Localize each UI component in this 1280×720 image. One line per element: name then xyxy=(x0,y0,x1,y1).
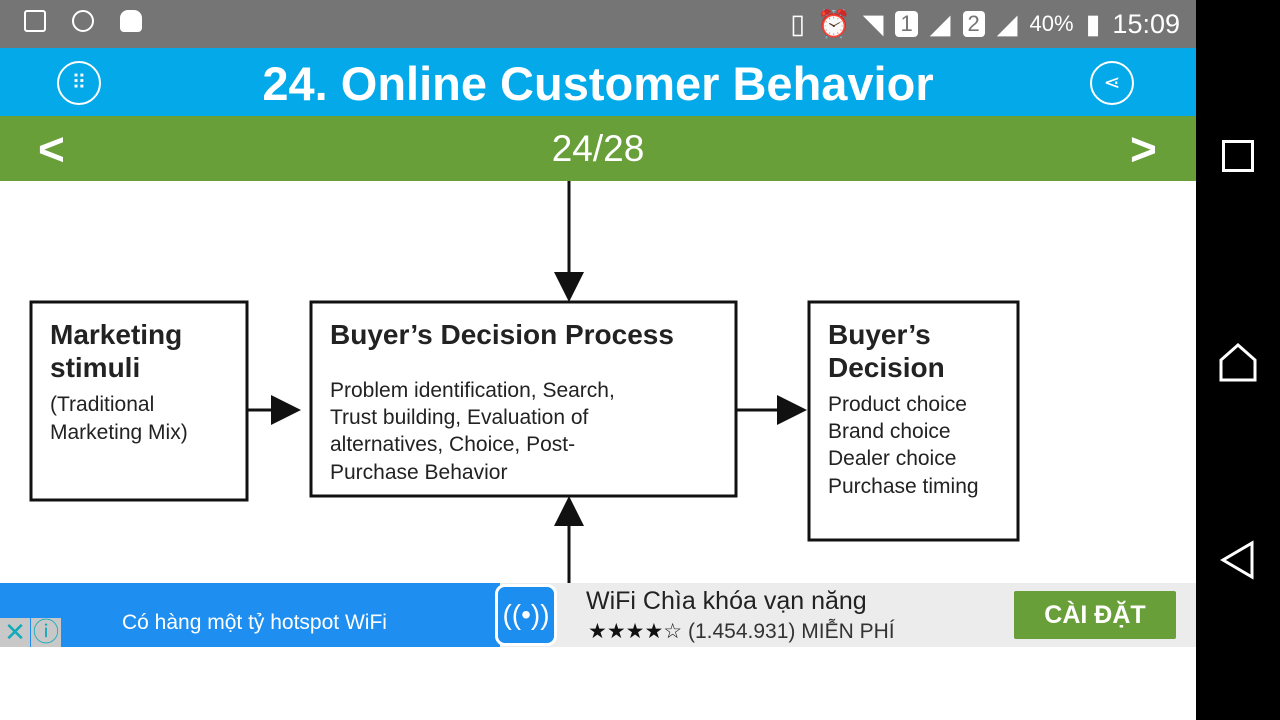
box-title: Buyer’s Decision Process xyxy=(330,319,674,350)
box-text: Problem identification, Search, xyxy=(330,379,615,402)
wifi-key-app-icon[interactable]: ((•)) xyxy=(495,584,557,646)
box-text: (Traditional xyxy=(50,393,154,416)
price: MIỄN PHÍ xyxy=(801,620,895,643)
box-text: Purchase Behavior xyxy=(330,461,507,484)
box-text: Purchase timing xyxy=(828,475,979,498)
battery-icon: ▮ xyxy=(1085,8,1101,39)
box-title: Marketing xyxy=(50,319,182,350)
sim2-badge: 2 xyxy=(962,11,985,37)
ad-rating-row: ★★★★☆ (1.454.931) MIỄN PHÍ xyxy=(588,619,895,644)
box-title: Buyer’s xyxy=(828,319,931,350)
ad-banner[interactable]: Có hàng một tỷ hotspot WiFi ✕ ⓘ ((•)) Wi… xyxy=(0,583,1196,647)
signal-icon: ◢ xyxy=(929,8,951,39)
alarm-icon: ⏰ xyxy=(817,9,851,39)
android-icon xyxy=(120,10,142,32)
menu-grid-icon[interactable]: ⠿ xyxy=(57,61,101,105)
page-counter: 24/28 xyxy=(551,128,645,169)
clock: 15:09 xyxy=(1112,8,1180,39)
box-title: stimuli xyxy=(50,352,140,383)
marketing-stimuli-box xyxy=(29,300,249,502)
box-text: Dealer choice xyxy=(828,447,956,470)
next-button[interactable]: > xyxy=(1130,123,1157,175)
pager-bar: < 24/28 > xyxy=(0,116,1196,181)
review-count: (1.454.931) xyxy=(687,620,796,643)
recents-button[interactable] xyxy=(1222,140,1254,172)
install-button[interactable]: CÀI ĐẶT xyxy=(1014,591,1176,639)
share-icon[interactable]: ⋖ xyxy=(1090,61,1134,105)
box-text: Trust building, Evaluation of xyxy=(330,406,589,429)
box-text: Marketing Mix) xyxy=(50,421,188,444)
back-button[interactable] xyxy=(1218,540,1258,580)
box-text: Brand choice xyxy=(828,420,951,443)
box-text: alternatives, Choice, Post- xyxy=(330,433,575,456)
close-ad-icon[interactable]: ✕ xyxy=(0,618,30,647)
app-header: ⠿ 24. Online Customer Behavior ⋖ xyxy=(0,48,1196,116)
ad-image[interactable]: Có hàng một tỷ hotspot WiFi ✕ ⓘ xyxy=(0,583,500,647)
box-title: Decision xyxy=(828,352,945,383)
home-button[interactable] xyxy=(1218,342,1258,382)
system-nav-bar xyxy=(1196,0,1280,720)
prev-button[interactable]: < xyxy=(38,123,65,175)
signal-icon: ◢ xyxy=(996,8,1018,39)
status-bar: ▯ ⏰ ◥ 1 ◢ 2 ◢ 40% ▮ 15:09 xyxy=(0,0,1196,48)
box-text: Product choice xyxy=(828,393,967,416)
ad-app-name: WiFi Chìa khóa vạn năng xyxy=(586,587,867,615)
slide-diagram: Marketing stimuli (Traditional Marketing… xyxy=(29,181,1020,583)
ad-text: Có hàng một tỷ hotspot WiFi xyxy=(122,611,387,634)
page-title: 24. Online Customer Behavior xyxy=(262,57,934,110)
shield-icon xyxy=(72,10,94,32)
star-rating: ★★★★☆ xyxy=(588,620,683,643)
decision-process-box xyxy=(309,300,738,498)
buyer-decision-box xyxy=(807,300,1020,542)
sim1-badge: 1 xyxy=(895,11,918,37)
ad-info-icon[interactable]: ⓘ xyxy=(31,617,61,647)
gallery-icon xyxy=(24,10,46,32)
wifi-icon: ◥ xyxy=(862,8,884,39)
vibrate-icon: ▯ xyxy=(790,8,806,39)
battery-percent: 40% xyxy=(1029,11,1074,36)
